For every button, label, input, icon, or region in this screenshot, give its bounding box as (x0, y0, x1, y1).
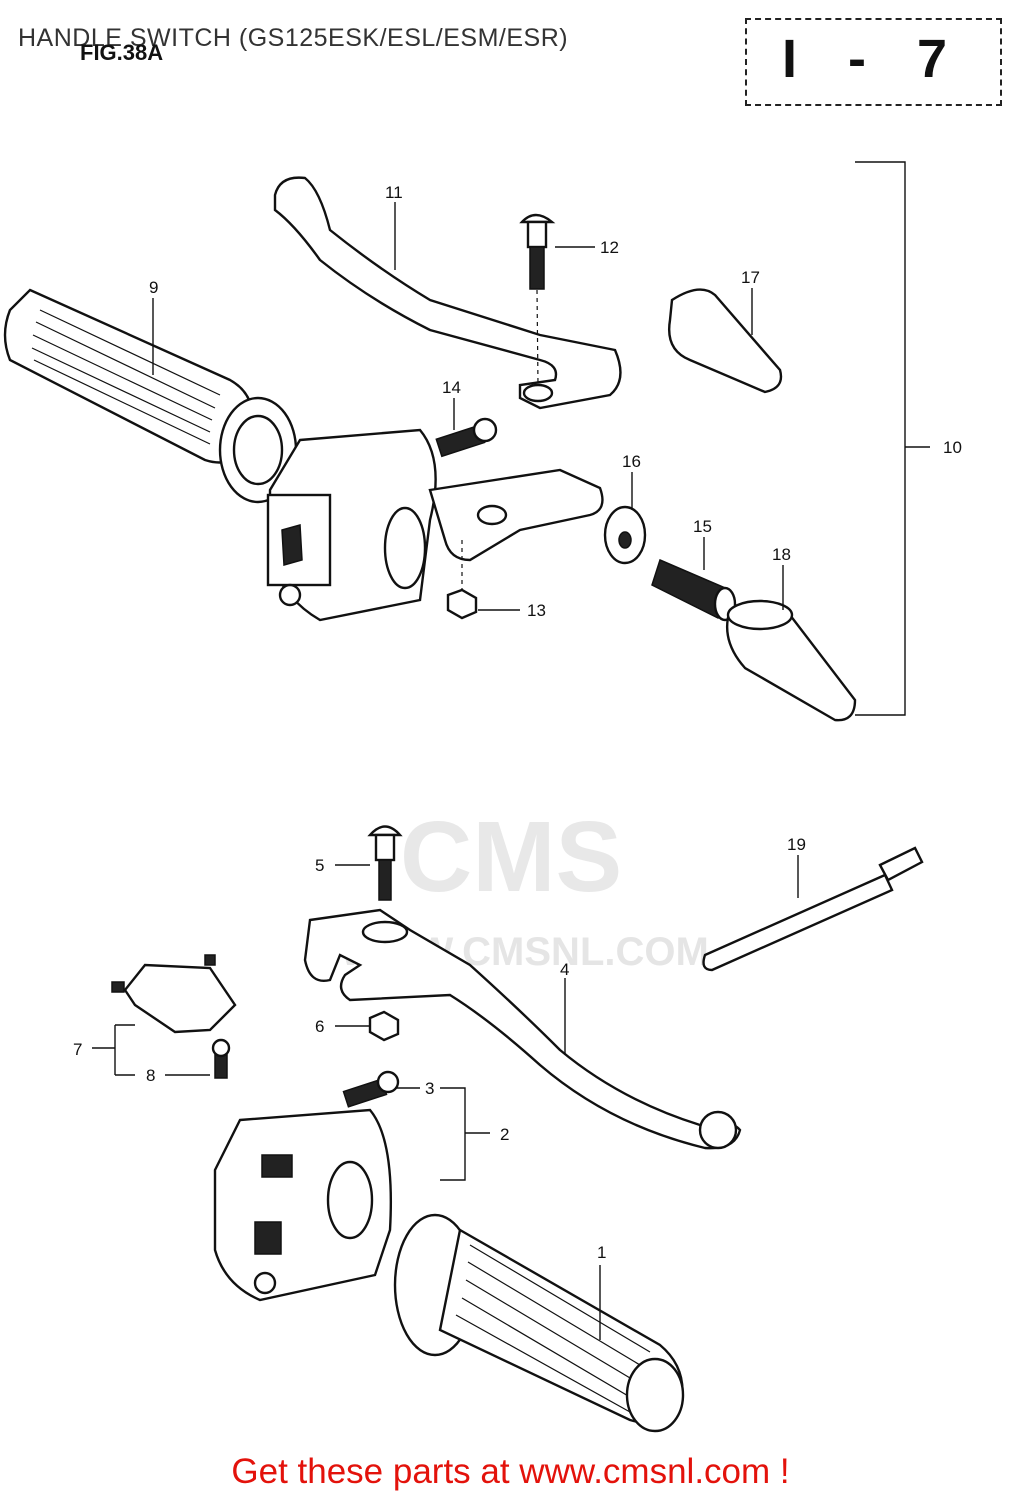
watermark-brand: CMS (400, 801, 623, 913)
part-3-screw (342, 1070, 400, 1108)
lever-holder-bracket (428, 468, 604, 562)
callout-12: 12 (600, 238, 619, 257)
diagram-title: HANDLE SWITCH (GS125ESK/ESL/ESM/ESR) (18, 24, 569, 52)
callout-1: 1 (597, 1243, 606, 1262)
part-16-adjuster-nut (603, 505, 647, 565)
callout-3: 3 (425, 1079, 434, 1098)
page-id: I - 7 (781, 29, 966, 89)
figure-label: FIG.38A (80, 40, 164, 65)
callout-10: 10 (943, 438, 962, 457)
callout-9: 9 (149, 278, 158, 297)
callout-19: 19 (787, 835, 806, 854)
callout-7: 7 (73, 1040, 82, 1059)
callout-15: 15 (693, 517, 712, 536)
part-18-boot (726, 599, 857, 722)
callout-4: 4 (560, 960, 569, 979)
callout-5: 5 (315, 856, 324, 875)
part-6-nut (368, 1010, 400, 1042)
callout-8: 8 (146, 1066, 155, 1085)
callout-6: 6 (315, 1017, 324, 1036)
callout-17: 17 (741, 268, 760, 287)
part-8-screw (211, 1038, 231, 1079)
part-19-cable-tie (702, 846, 924, 972)
part-9-grip (3, 288, 298, 504)
part-15-adjuster (651, 558, 737, 622)
upper-switch-housing (266, 428, 437, 622)
lower-switch-housing (213, 1108, 393, 1302)
footer-link-text[interactable]: Get these parts at www.cmsnl.com ! (231, 1452, 790, 1491)
callout-18: 18 (772, 545, 791, 564)
leader-lines (92, 202, 799, 1340)
callout-16: 16 (622, 452, 641, 471)
part-4-lever (303, 908, 742, 1150)
part-1-grip (393, 1213, 685, 1433)
callout-2: 2 (500, 1125, 509, 1144)
part-11-lever (273, 176, 622, 410)
part-14-screw (435, 417, 498, 458)
page-id-box: I - 7 (745, 18, 1002, 106)
part-10-bracket (855, 161, 930, 716)
callout-11: 11 (385, 183, 403, 202)
callout-13: 13 (527, 601, 546, 620)
part-13-nut (446, 540, 478, 620)
part-12-bolt (519, 213, 556, 386)
callout-14: 14 (442, 378, 461, 397)
part-17-cover (668, 288, 783, 394)
part-7-switch (111, 954, 237, 1034)
part-5-bolt (361, 825, 409, 944)
